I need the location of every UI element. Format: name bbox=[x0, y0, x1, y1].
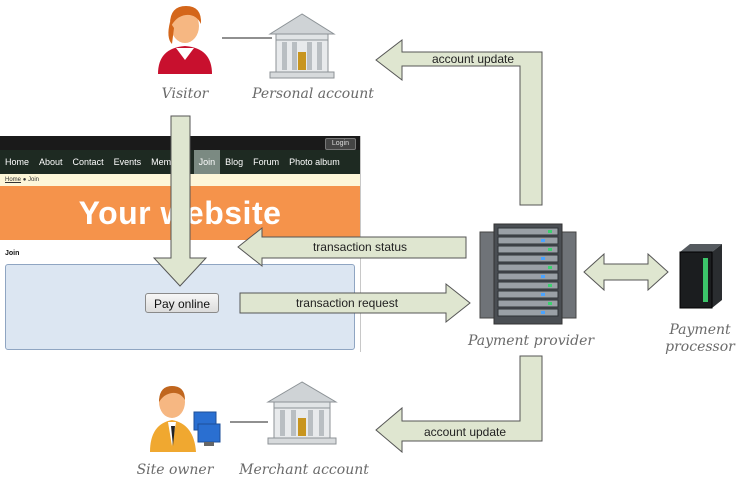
pay-online-button[interactable]: Pay online bbox=[145, 293, 219, 313]
breadcrumb-home-link[interactable]: Home bbox=[5, 177, 22, 183]
transaction-request-arrow bbox=[239, 282, 471, 324]
nav-item-about[interactable]: About bbox=[39, 157, 63, 167]
breadcrumb-separator: ● bbox=[22, 177, 27, 183]
transaction-request-label: transaction request bbox=[295, 296, 399, 310]
transaction-status-label: transaction status bbox=[312, 240, 408, 254]
nav-item-home[interactable]: Home bbox=[5, 157, 30, 167]
nav-item-members[interactable]: Members bbox=[151, 157, 189, 167]
merchant-account-bank-icon bbox=[266, 381, 338, 445]
nav-item-join[interactable]: Join bbox=[193, 150, 221, 174]
nav-item-blog[interactable]: Blog bbox=[225, 157, 244, 167]
visitor-label: Visitor bbox=[161, 86, 209, 102]
transaction-status-arrow bbox=[237, 226, 467, 268]
merchant-account-label: Merchant account bbox=[239, 462, 369, 478]
visitor-down-arrow bbox=[152, 115, 208, 287]
breadcrumb-current: Join bbox=[27, 177, 39, 183]
payment-processor-server-icon bbox=[679, 244, 722, 309]
nav-item-contact[interactable]: Contact bbox=[72, 157, 104, 167]
site-owner-label: Site owner bbox=[136, 462, 214, 478]
personal-account-bank-icon bbox=[268, 13, 336, 79]
payment-processor-label-line2: processor bbox=[665, 339, 735, 355]
account-update-top-arrow bbox=[375, 38, 543, 206]
personal-account-label: Personal account bbox=[252, 86, 374, 102]
nav-item-forum[interactable]: Forum bbox=[253, 157, 280, 167]
payment-processor-label-line1: Payment bbox=[669, 322, 731, 338]
processor-double-arrow bbox=[583, 252, 669, 292]
account-update-bottom-arrow bbox=[375, 355, 543, 454]
account-update-bottom-label: account update bbox=[423, 425, 507, 439]
visitor-icon bbox=[158, 6, 212, 74]
payment-provider-label: Payment provider bbox=[467, 333, 595, 349]
payment-provider-server-icon bbox=[479, 223, 577, 325]
site-owner-icon bbox=[150, 386, 221, 452]
page-title: Join bbox=[5, 250, 20, 257]
login-button[interactable]: Login bbox=[324, 138, 356, 150]
nav-item-photo-album[interactable]: Photo album bbox=[289, 157, 340, 167]
nav-item-events[interactable]: Events bbox=[113, 157, 142, 167]
account-update-top-label: account update bbox=[431, 52, 515, 66]
